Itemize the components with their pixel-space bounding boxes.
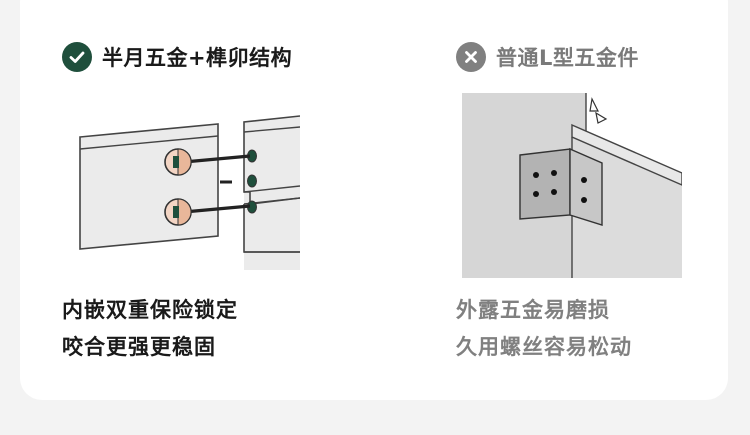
good-option-header: 半月五金+榫卯结构 — [62, 40, 292, 74]
check-circle-icon — [62, 42, 92, 72]
good-option-title: 半月五金+榫卯结构 — [102, 46, 293, 70]
x-circle-icon — [456, 42, 486, 72]
bad-description-line-2: 久用螺丝容易松动 — [456, 335, 632, 359]
wear-warning-marks — [589, 97, 608, 124]
bad-option-header: 普通L型五金件 — [456, 40, 639, 74]
good-option-description: 内嵌双重保险锁定 咬合更强更稳固 — [62, 292, 238, 366]
mortise-tenon-illustration — [78, 112, 301, 287]
half-moon-fitting-bottom — [164, 198, 192, 226]
bad-option-title: 普通L型五金件 — [496, 46, 639, 70]
good-description-line-1: 内嵌双重保险锁定 — [62, 298, 238, 322]
half-moon-fitting-top — [164, 148, 192, 176]
good-description-line-2: 咬合更强更稳固 — [62, 335, 216, 359]
l-bracket-illustration — [462, 93, 683, 278]
bad-option-description: 外露五金易磨损 久用螺丝容易松动 — [456, 292, 632, 366]
bad-description-line-1: 外露五金易磨损 — [456, 298, 610, 322]
